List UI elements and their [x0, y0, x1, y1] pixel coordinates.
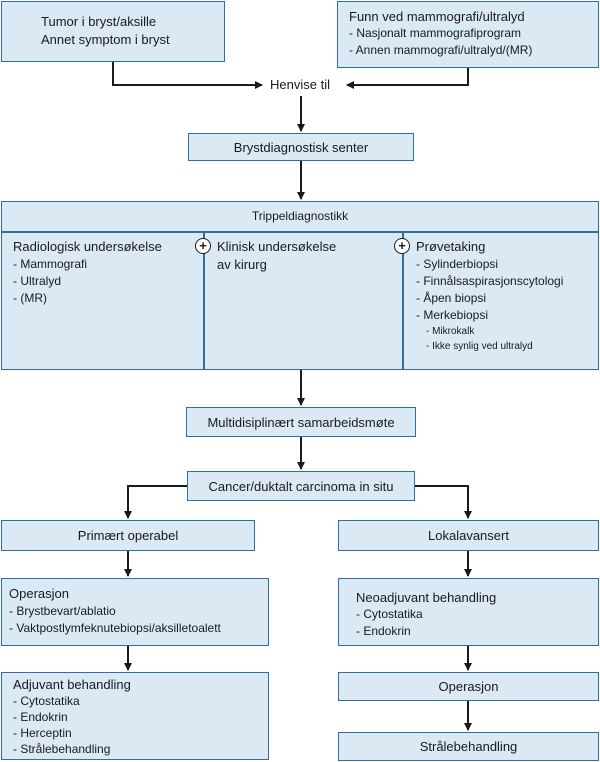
breast-diagnostic-center-box: Brystdiagnostisk senter: [188, 133, 414, 161]
sampling-subitem: - Mikrokalk: [426, 326, 475, 337]
symptom-box: Tumor i bryst/aksille Annet symptom i br…: [1, 1, 225, 62]
triple-title: Trippeldiagnostikk: [251, 209, 349, 223]
radiology-item: - (MR): [13, 291, 47, 305]
symptom-line-1: Tumor i bryst/aksille: [41, 14, 157, 29]
radiology-title: Radiologisk undersøkelse: [13, 239, 162, 254]
neoadjuvant-box: Neoadjuvant behandling - Cytostatika - E…: [338, 578, 599, 646]
radiology-item: - Mammografi: [13, 257, 88, 271]
radiation-box: Strålebehandling: [338, 732, 599, 761]
sampling-item: - Finnålsaspirasjonscytologi: [416, 274, 564, 288]
plus-icon: +: [195, 238, 211, 254]
adjuvant-item: - Cytostatika: [13, 694, 80, 708]
triple-divider: [2, 231, 598, 233]
adjuvant-item: - Strålebehandling: [13, 742, 111, 756]
clinical-exam-line-2: av kirurg: [217, 257, 267, 272]
cancer-dcis-box: Cancer/duktalt carcinoma in situ: [187, 471, 415, 501]
plus-icon: +: [394, 238, 410, 254]
sampling-item: - Åpen biopsi: [416, 291, 487, 305]
arrow-cancer-to-advanced: [415, 485, 472, 519]
adjuvant-item: - Endokrin: [13, 710, 68, 724]
surgery-item: - Vaktpostlymfeknutebiopsi/aksilletoalet…: [9, 621, 221, 635]
locally-advanced-box: Lokalavansert: [338, 520, 599, 551]
adjuvant-title: Adjuvant behandling: [13, 677, 131, 692]
refer-label: Henvise til: [270, 77, 330, 92]
adjuvant-box: Adjuvant behandling - Cytostatika - Endo…: [1, 672, 269, 760]
sampling-item: - Sylinderbiopsi: [416, 257, 499, 271]
screening-item: - Nasjonalt mammografiprogram: [349, 26, 522, 40]
surgery-title: Operasjon: [9, 586, 69, 601]
center-label: Brystdiagnostisk senter: [233, 140, 369, 155]
right-surgery-box: Operasjon: [338, 672, 599, 701]
triple-col-divider: [203, 231, 205, 369]
screening-item: - Annen mammografi/ultralyd/(MR): [349, 43, 533, 57]
symptom-line-2: Annet symptom i bryst: [41, 32, 170, 47]
neoadjuvant-item: - Cytostatika: [356, 607, 423, 621]
surgery-item: - Brystbevart/ablatio: [9, 604, 116, 618]
right-surgery-label: Operasjon: [438, 679, 499, 694]
mdt-meeting-box: Multidisiplinært samarbeidsmøte: [186, 407, 416, 437]
screening-findings-box: Funn ved mammografi/ultralyd - Nasjonalt…: [337, 1, 599, 68]
neoadjuvant-title: Neoadjuvant behandling: [356, 590, 497, 605]
cancer-label: Cancer/duktalt carcinoma in situ: [208, 479, 394, 494]
primary-operable-box: Primært operabel: [1, 520, 255, 551]
arrow-right-to-refer: [346, 68, 469, 89]
neoadjuvant-item: - Endokrin: [356, 624, 411, 638]
sampling-subitem: - Ikke synlig ved ultralyd: [426, 341, 533, 352]
arrow-left-to-refer: [112, 62, 263, 89]
surgery-box: Operasjon - Brystbevart/ablatio - Vaktpo…: [1, 578, 269, 646]
locally-advanced-label: Lokalavansert: [428, 528, 509, 543]
primary-operable-label: Primært operabel: [77, 528, 179, 543]
triple-col-divider: [402, 231, 404, 369]
screening-title: Funn ved mammografi/ultralyd: [349, 9, 525, 24]
arrow-cancer-to-operable: [124, 485, 187, 519]
mdt-label: Multidisiplinært samarbeidsmøte: [207, 415, 395, 430]
radiology-item: - Ultralyd: [13, 274, 62, 288]
clinical-exam-line-1: Klinisk undersøkelse: [217, 239, 337, 254]
radiation-label: Strålebehandling: [419, 739, 518, 754]
triple-diagnostics-box: Trippeldiagnostikk Radiologisk undersøke…: [1, 201, 599, 370]
adjuvant-item: - Herceptin: [13, 726, 72, 740]
sampling-item: - Merkebiopsi: [416, 308, 489, 322]
sampling-title: Prøvetaking: [416, 239, 486, 254]
